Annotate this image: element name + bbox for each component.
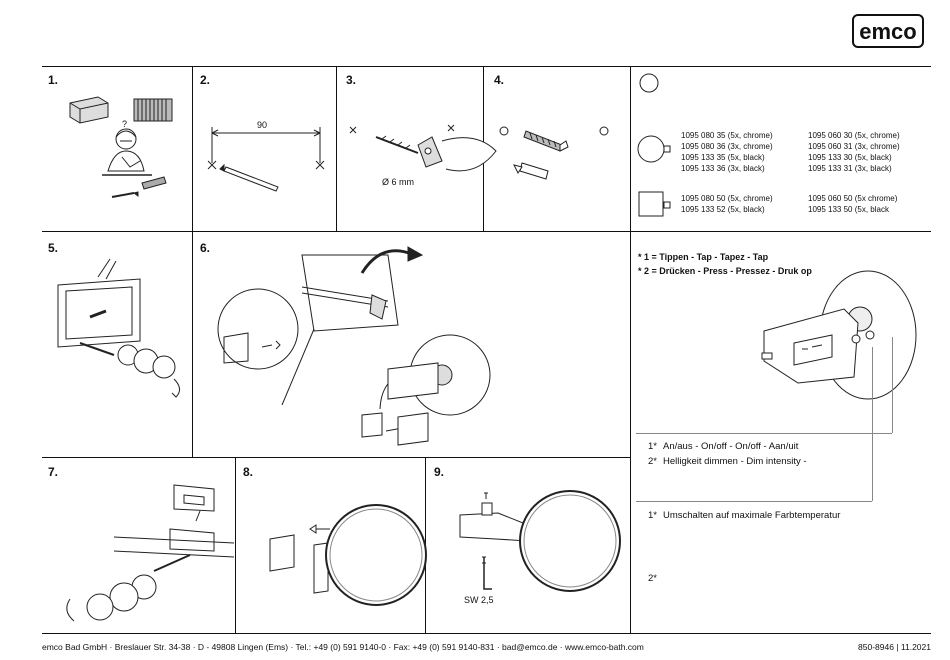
variant-code: 1095 133 31 (3x, black) xyxy=(808,164,892,173)
square-mirror-variant-icon xyxy=(638,190,678,225)
step-4-illustration xyxy=(494,111,624,206)
round-mirror-variant-icon xyxy=(636,134,676,169)
emco-logo: emco xyxy=(852,14,924,48)
variant-code: 1095 060 31 (3x, chrome) xyxy=(808,142,900,151)
variant-code: 1095 060 50 (5x chrome) xyxy=(808,194,898,203)
legend-tap: * 1 = Tippen - Tap - Tapez - Tap xyxy=(638,252,769,262)
step-9-label: 9. xyxy=(434,465,445,479)
note-2-text: Helligkeit dimmen - Dim intensity - xyxy=(663,456,807,467)
variant-code: 1095 133 50 (5x, black xyxy=(808,205,889,214)
variant-code: 1095 080 36 (3x, chrome) xyxy=(681,142,773,151)
instruction-sheet: 1. 2. 3. 4. 5. 6. 7. 8. 9. ? xyxy=(42,66,931,634)
step-6-illustration xyxy=(202,245,622,460)
empty-circle-icon xyxy=(639,73,659,98)
leader-line xyxy=(636,433,892,434)
grid-line xyxy=(192,231,193,457)
variant-code: 1095 133 52 (5x, black) xyxy=(681,205,765,214)
leader-line xyxy=(872,347,873,501)
variant-round-left-list: 1095 080 35 (5x, chrome) 1095 080 36 (3x… xyxy=(681,130,773,174)
footer-doc-id: 850-8946 | 11.2021 xyxy=(858,642,931,652)
leader-line xyxy=(892,337,893,433)
step-8-illustration xyxy=(254,479,427,634)
note-3-marker: 1* xyxy=(648,510,657,521)
wrench-size: SW 2,5 xyxy=(464,595,494,605)
footer-address: emco Bad GmbH · Breslauer Str. 34-38 · D… xyxy=(42,642,644,652)
note-2-marker: 2* xyxy=(648,456,657,467)
drill-size: Ø 6 mm xyxy=(382,177,415,187)
brand-text: emco xyxy=(859,19,916,44)
step-5-illustration xyxy=(50,257,190,412)
step-4-label: 4. xyxy=(494,73,505,87)
leader-line xyxy=(636,501,872,502)
grid-line xyxy=(336,67,337,231)
step-1-illustration: ? xyxy=(62,91,182,226)
grid-line xyxy=(42,231,931,232)
variant-code: 1095 133 36 (3x, black) xyxy=(681,164,765,173)
step-3-illustration: Ø 6 mm xyxy=(346,107,497,212)
step-8-label: 8. xyxy=(243,465,254,479)
variant-code: 1095 080 35 (5x, chrome) xyxy=(681,131,773,140)
variant-square-right-list: 1095 060 50 (5x chrome) 1095 133 50 (5x,… xyxy=(808,193,897,215)
variant-round-right-list: 1095 060 30 (5x, chrome) 1095 060 31 (3x… xyxy=(808,130,900,174)
dimension-90: 90 xyxy=(257,120,268,130)
grid-line xyxy=(192,67,193,231)
grid-line xyxy=(235,457,236,633)
step-2-illustration: 90 xyxy=(202,107,332,222)
note-3-text: Umschalten auf maximale Farbtemperatur xyxy=(663,510,841,521)
note-1-marker: 1* xyxy=(648,441,657,452)
variant-square-left-list: 1095 080 50 (5x, chrome) 1095 133 52 (5x… xyxy=(681,193,773,215)
step-6-label: 6. xyxy=(200,241,211,255)
mirror-detail-illustration xyxy=(758,269,928,414)
variant-code: 1095 060 30 (5x, chrome) xyxy=(808,131,900,140)
step-5-label: 5. xyxy=(48,241,59,255)
legend-press: * 2 = Drücken - Press - Pressez - Druk o… xyxy=(638,266,812,276)
variant-code: 1095 133 30 (5x, black) xyxy=(808,153,892,162)
question-mark: ? xyxy=(122,119,128,129)
variant-code: 1095 080 50 (5x, chrome) xyxy=(681,194,773,203)
note-4-marker: 2* xyxy=(648,573,657,584)
step-2-label: 2. xyxy=(200,73,211,87)
step-1-label: 1. xyxy=(48,73,59,87)
step-7-illustration xyxy=(54,481,235,636)
step-7-label: 7. xyxy=(48,465,59,479)
grid-line xyxy=(42,457,630,458)
step-3-label: 3. xyxy=(346,73,357,87)
variant-code: 1095 133 35 (5x, black) xyxy=(681,153,765,162)
note-1-text: An/aus - On/off - On/off - Aan/uit xyxy=(663,441,799,452)
grid-line xyxy=(630,67,631,633)
step-9-illustration: SW 2,5 xyxy=(442,479,622,634)
